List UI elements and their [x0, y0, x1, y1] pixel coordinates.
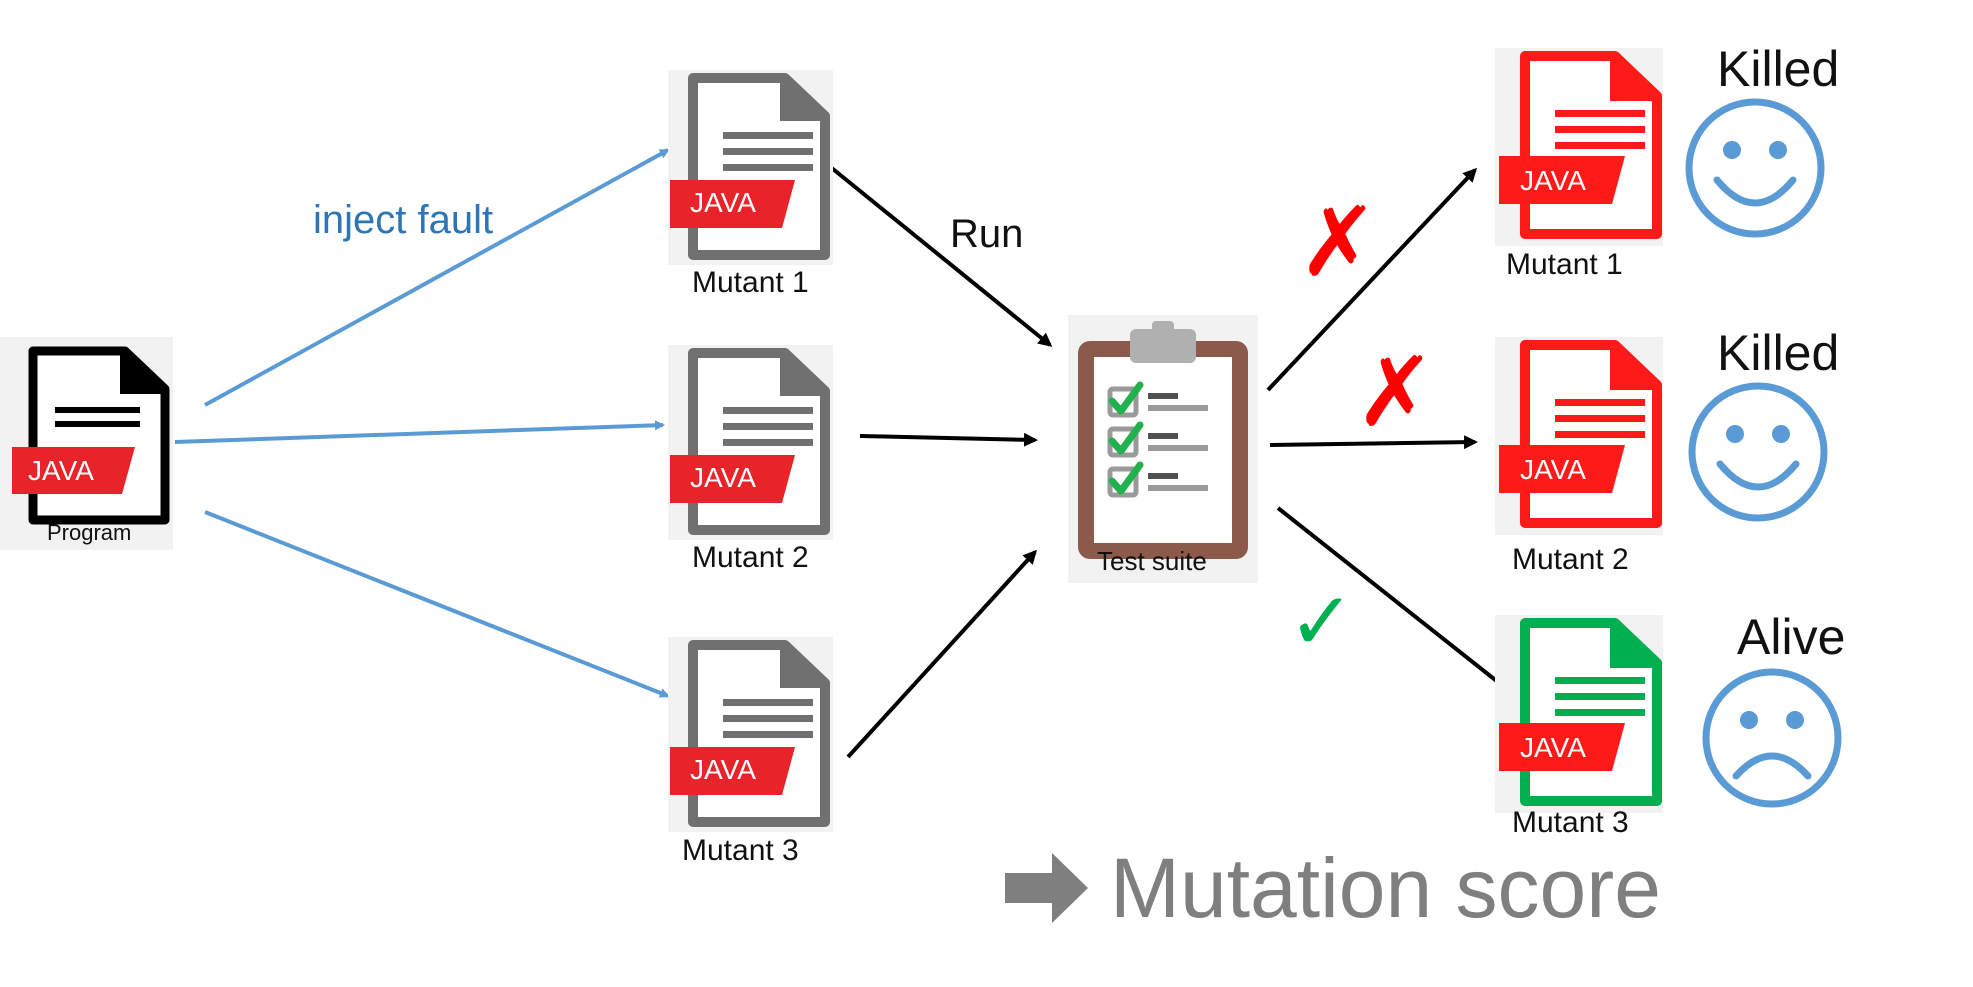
run-arrow-mutant-1: [826, 163, 1053, 347]
mutant-3-label: Mutant 3: [682, 834, 799, 867]
result-mutant-2-file-icon: [1495, 337, 1663, 535]
mutant-3-java-badge: JAVA: [690, 754, 756, 785]
result-mutant-1-java-badge: JAVA: [1520, 165, 1586, 196]
program-label: Program: [47, 520, 132, 545]
status-killed-1: Killed: [1717, 41, 1840, 97]
result-mutant-3-label: Mutant 3: [1512, 806, 1629, 839]
mutant-2-label: Mutant 2: [692, 541, 809, 574]
result-arrow-mutant-3: [1276, 506, 1511, 692]
inject-arrow-mutant-2: [174, 420, 665, 444]
inject-fault-label: inject fault: [313, 198, 494, 242]
result-arrow-mutant-1: [1266, 167, 1478, 392]
clipboard-icon: [1068, 315, 1258, 583]
program-file-icon: [0, 337, 173, 550]
happy-face-icon: [1688, 382, 1828, 522]
mutant-2-java-badge: JAVA: [690, 462, 756, 493]
test-suite-label: Test suite: [1097, 546, 1207, 576]
result-mutant-2-java-badge: JAVA: [1520, 454, 1586, 485]
mutant-1-file-icon: [668, 70, 833, 265]
arrow-right-icon: [1005, 853, 1088, 923]
run-label: Run: [950, 212, 1024, 256]
result-mutant-3-java-badge: JAVA: [1520, 732, 1586, 763]
happy-face-icon: [1685, 98, 1825, 238]
result-mutant-3-file-icon: [1495, 615, 1663, 813]
mutant-1-java-badge: JAVA: [690, 187, 756, 218]
mutation-score-label: Mutation score: [1110, 841, 1661, 935]
result-arrow-mutant-2: [1269, 435, 1478, 450]
run-arrow-mutant-3: [846, 549, 1038, 759]
mutant-3-file-icon: [668, 637, 833, 832]
mutant-2-file-icon: [668, 345, 833, 540]
status-killed-2: Killed: [1717, 325, 1840, 381]
check-mark-mutant-3: ✓: [1288, 577, 1356, 666]
cross-mark-mutant-2: ✗: [1355, 339, 1436, 446]
run-arrow-mutant-2: [859, 432, 1038, 447]
cross-mark-mutant-1: ✗: [1298, 189, 1379, 296]
mutant-1-label: Mutant 1: [692, 266, 809, 299]
result-mutant-1-file-icon: [1495, 48, 1663, 246]
inject-arrow-mutant-1: [204, 148, 670, 407]
result-mutant-1-label: Mutant 1: [1506, 248, 1623, 281]
inject-arrow-mutant-3: [204, 510, 670, 698]
result-mutant-2-label: Mutant 2: [1512, 543, 1629, 576]
status-alive: Alive: [1737, 609, 1846, 665]
program-java-badge: JAVA: [28, 455, 94, 486]
sad-face-icon: [1702, 668, 1842, 808]
